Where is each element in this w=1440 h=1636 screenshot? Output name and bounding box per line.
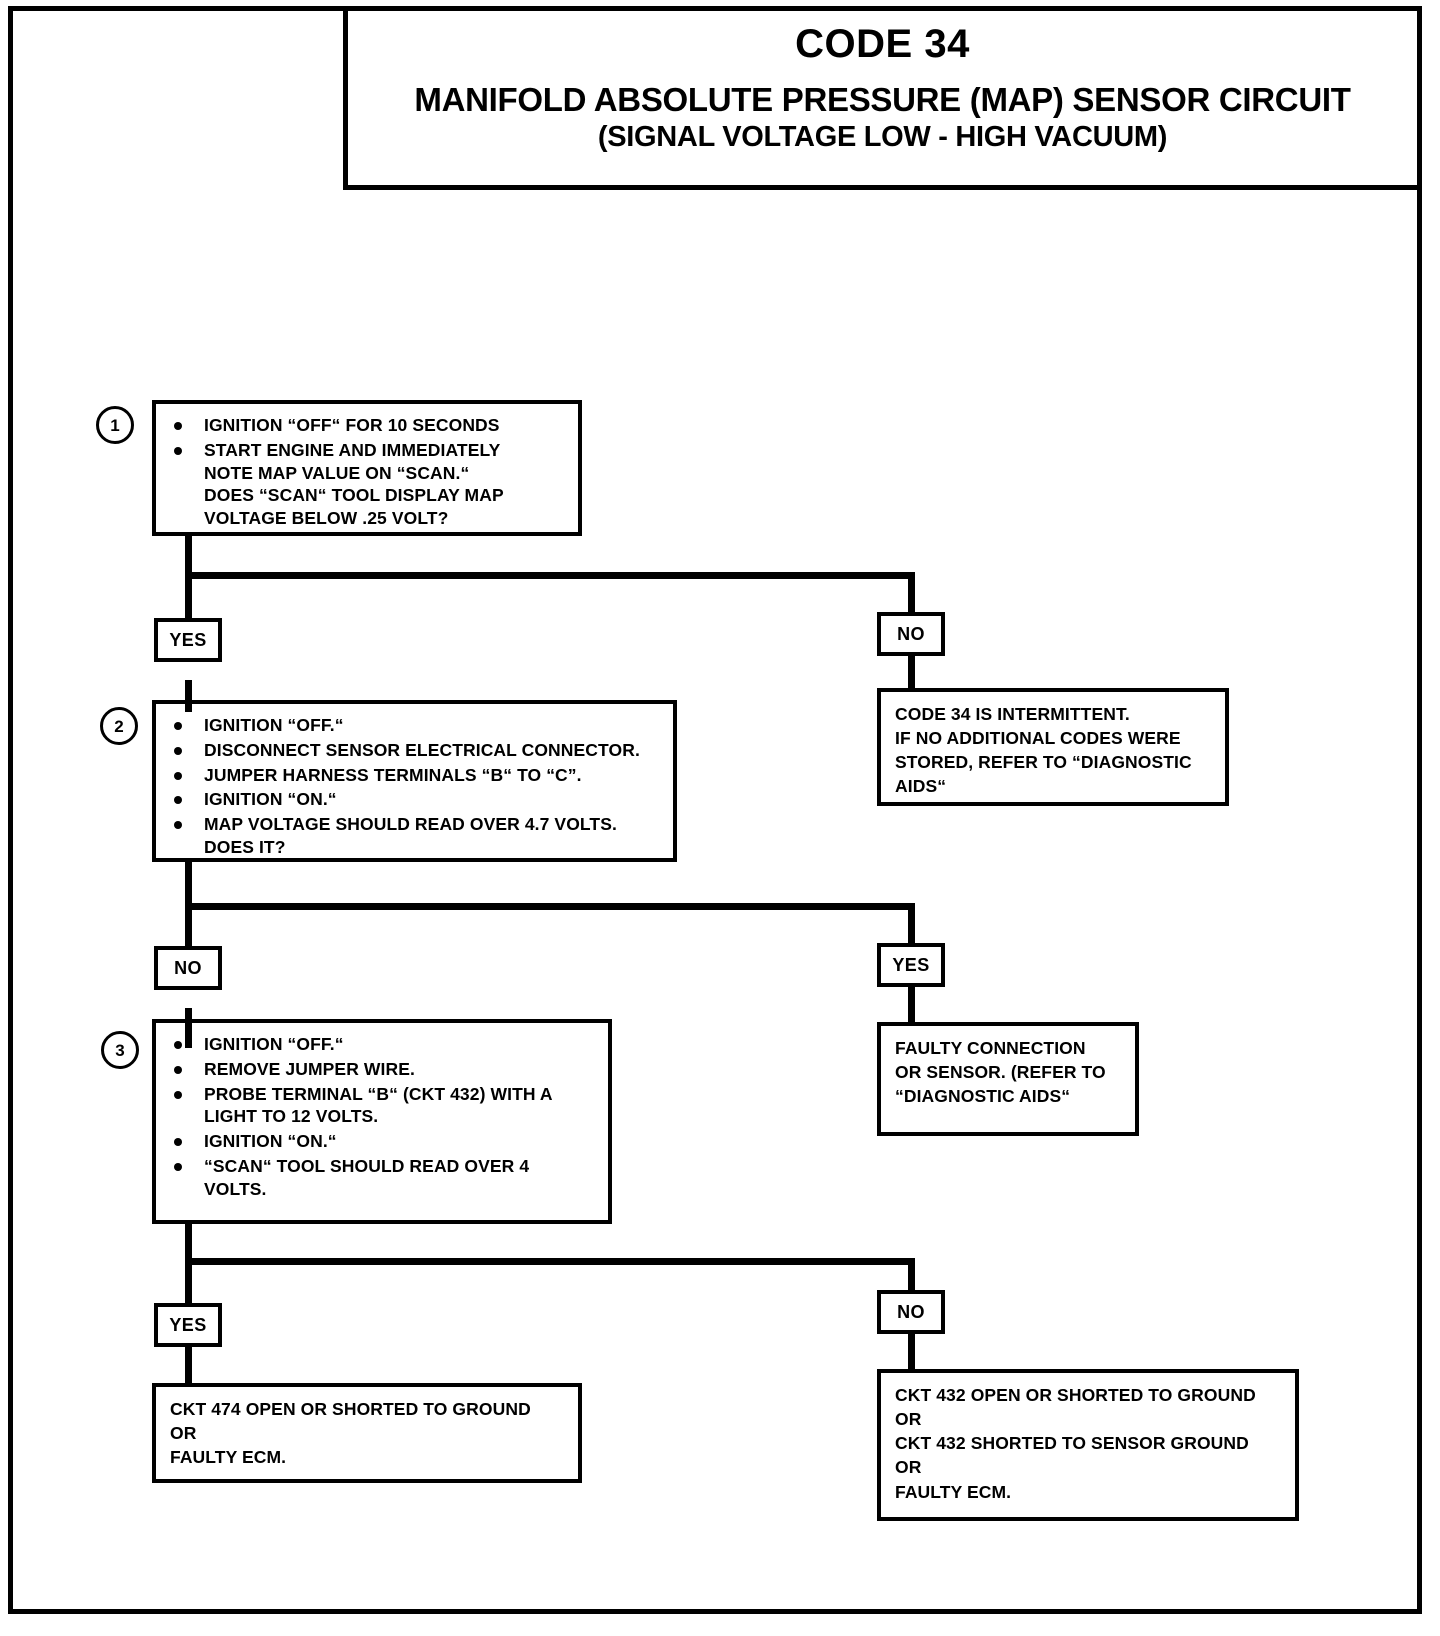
step-3-no-chip: NO [877, 1290, 945, 1334]
connector-step1-yes-to-step2 [185, 680, 192, 712]
code-title: CODE 34 [795, 22, 970, 66]
step-3-bullet-5: “SCAN“ TOOL SHOULD READ OVER 4 VOLTS. [170, 1155, 596, 1201]
step-1-bullet-2: START ENGINE AND IMMEDIATELY NOTE MAP VA… [170, 439, 566, 530]
step-number-2: 2 [100, 707, 138, 745]
result-ckt-432-text: CKT 432 OPEN OR SHORTED TO GROUND OR CKT… [895, 1385, 1256, 1502]
connector-step2-down [185, 860, 192, 960]
result-intermittent-text: CODE 34 IS INTERMITTENT. IF NO ADDITIONA… [895, 704, 1192, 797]
step-3-box: IGNITION “OFF.“ REMOVE JUMPER WIRE. PROB… [152, 1019, 612, 1224]
step-2-bullet-4: IGNITION “ON.“ [170, 788, 661, 811]
step-2-list: IGNITION “OFF.“ DISCONNECT SENSOR ELECTR… [170, 714, 661, 859]
result-ckt-432-box: CKT 432 OPEN OR SHORTED TO GROUND OR CKT… [877, 1369, 1299, 1521]
step-2-box: IGNITION “OFF.“ DISCONNECT SENSOR ELECTR… [152, 700, 677, 862]
step-3-bullet-3: PROBE TERMINAL “B“ (CKT 432) WITH A LIGH… [170, 1083, 596, 1129]
connector-step3-split [185, 1258, 915, 1265]
connector-step1-no-down [908, 572, 915, 624]
step-3-bullet-2: REMOVE JUMPER WIRE. [170, 1058, 596, 1081]
step-1-bullet-1: IGNITION “OFF“ FOR 10 SECONDS [170, 414, 566, 437]
step-2-bullet-1: IGNITION “OFF.“ [170, 714, 661, 737]
sub-title: (SIGNAL VOLTAGE LOW - HIGH VACUUM) [597, 121, 1168, 154]
step-number-3: 3 [101, 1031, 139, 1069]
step-3-bullet-4: IGNITION “ON.“ [170, 1130, 596, 1153]
connector-step1-down [185, 534, 192, 624]
step-1-no-chip: NO [877, 612, 945, 656]
connector-step1-no-to-result [908, 656, 915, 692]
step-3-bullet-1: IGNITION “OFF.“ [170, 1033, 596, 1056]
step-2-bullet-3: JUMPER HARNESS TERMINALS “B“ TO “C”. [170, 764, 661, 787]
connector-step3-down [185, 1222, 192, 1314]
connector-step2-no-to-step3 [185, 1008, 192, 1048]
connector-step2-yes-to-result [908, 987, 915, 1025]
result-ckt-474-text: CKT 474 OPEN OR SHORTED TO GROUND OR FAU… [170, 1399, 531, 1468]
step-1-yes-chip: YES [154, 618, 222, 662]
step-3-yes-chip: YES [154, 1303, 222, 1347]
result-ckt-474-box: CKT 474 OPEN OR SHORTED TO GROUND OR FAU… [152, 1383, 582, 1483]
step-1-list: IGNITION “OFF“ FOR 10 SECONDS START ENGI… [170, 414, 566, 530]
connector-step3-no-to-result [908, 1332, 915, 1372]
step-2-bullet-5: MAP VOLTAGE SHOULD READ OVER 4.7 VOLTS. … [170, 813, 661, 859]
connector-step3-no-down [908, 1258, 915, 1300]
step-1-box: IGNITION “OFF“ FOR 10 SECONDS START ENGI… [152, 400, 582, 536]
result-faulty-connection-text: FAULTY CONNECTION OR SENSOR. (REFER TO “… [895, 1038, 1106, 1107]
connector-step2-yes-down [908, 903, 915, 953]
main-title: MANIFOLD ABSOLUTE PRESSURE (MAP) SENSOR … [414, 81, 1351, 118]
step-2-no-chip: NO [154, 946, 222, 990]
connector-step2-split [185, 903, 915, 910]
result-faulty-connection-box: FAULTY CONNECTION OR SENSOR. (REFER TO “… [877, 1022, 1139, 1136]
step-3-list: IGNITION “OFF.“ REMOVE JUMPER WIRE. PROB… [170, 1033, 596, 1200]
connector-step3-yes-to-result [185, 1346, 192, 1386]
step-2-yes-chip: YES [877, 943, 945, 987]
title-block: CODE 34 MANIFOLD ABSOLUTE PRESSURE (MAP)… [343, 6, 1422, 190]
step-2-bullet-2: DISCONNECT SENSOR ELECTRICAL CONNECTOR. [170, 739, 661, 762]
step-number-1: 1 [96, 406, 134, 444]
result-intermittent-box: CODE 34 IS INTERMITTENT. IF NO ADDITIONA… [877, 688, 1229, 806]
connector-step1-split [185, 572, 915, 579]
